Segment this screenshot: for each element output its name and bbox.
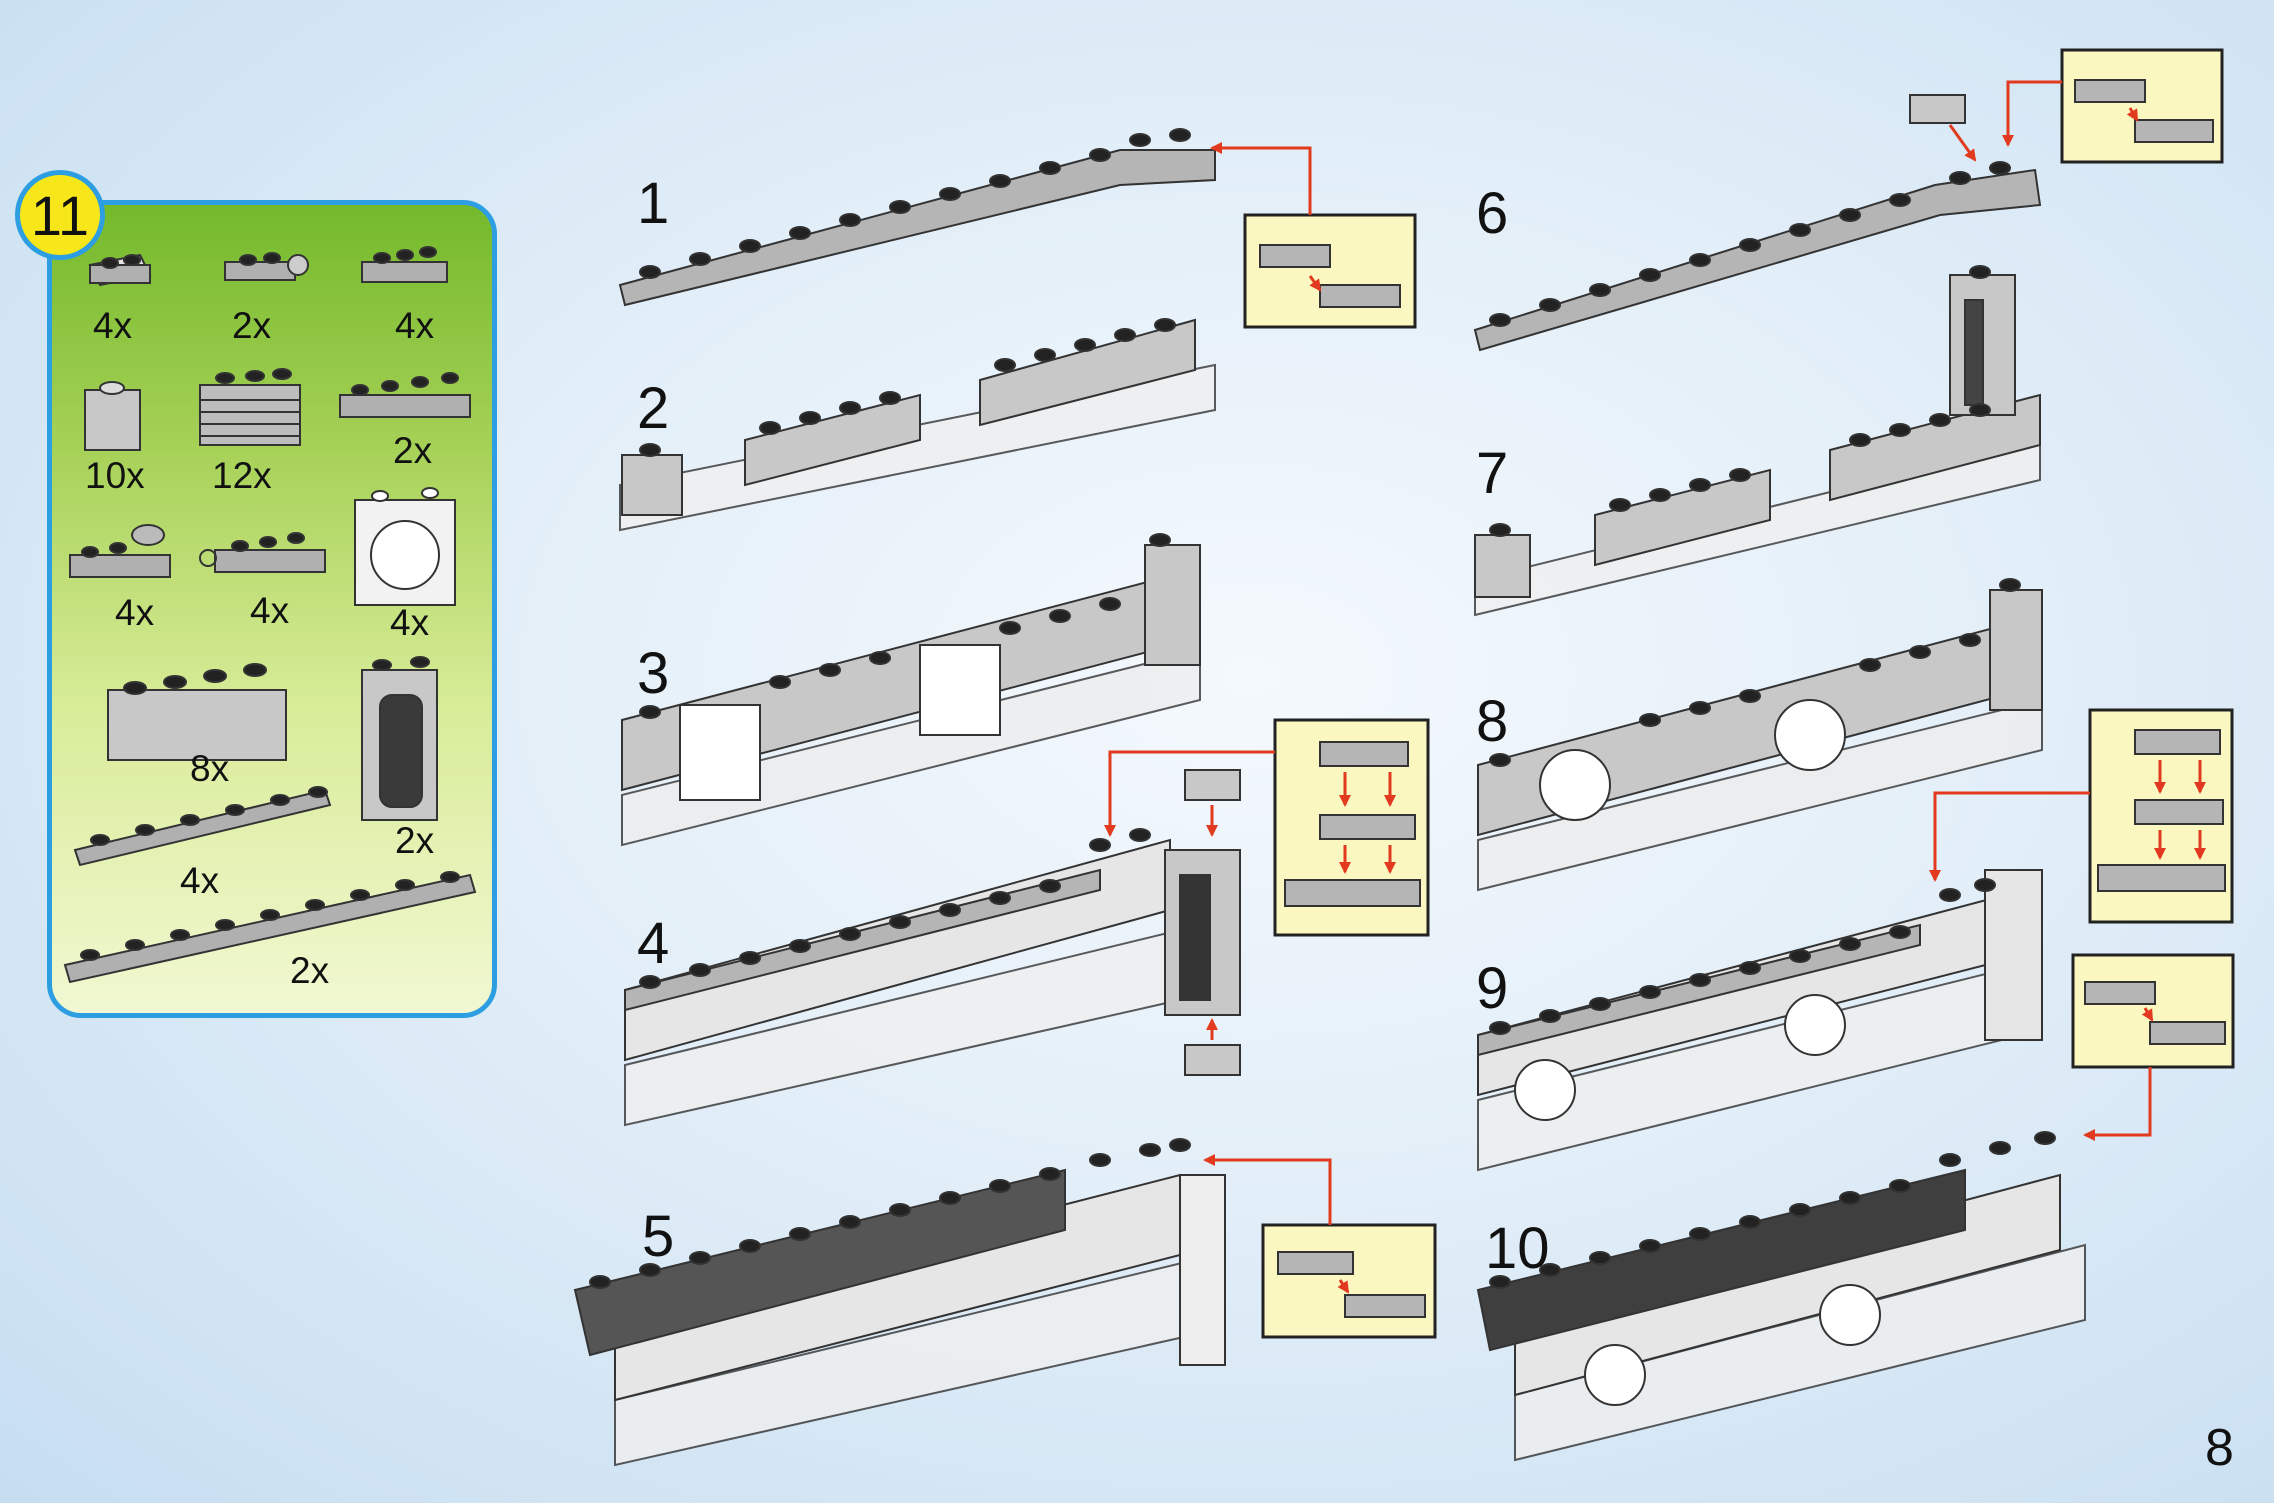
step-6-drawing <box>1473 94 2042 352</box>
step-2-drawing <box>619 318 1216 532</box>
part-door <box>361 656 438 821</box>
parts-drawings <box>63 246 477 984</box>
part-plate-1x2 <box>88 253 152 287</box>
step-number: 2 <box>637 376 670 441</box>
callout-step-8 <box>1929 708 2234 924</box>
step-7-drawing <box>1474 265 2041 617</box>
callout-step-4 <box>1104 718 1430 937</box>
callout-step-5 <box>1203 1154 1437 1339</box>
step-number: 4 <box>637 911 670 976</box>
part-slope-grille <box>199 368 301 446</box>
qty-label: 4x <box>115 592 155 633</box>
step-9-drawing <box>1477 869 2043 1172</box>
parts-panel <box>47 200 497 1018</box>
step-8-drawing <box>1477 578 2043 892</box>
callout-step-6 <box>2002 48 2224 164</box>
part-plate-1x6 <box>73 786 332 867</box>
step-number: 5 <box>642 1204 675 1269</box>
step-number: 8 <box>1476 689 1509 754</box>
qty-label: 2x <box>395 820 435 861</box>
part-brick-1x1 <box>84 381 141 451</box>
part-plate-hook <box>199 532 326 573</box>
qty-label: 2x <box>393 430 433 471</box>
qty-label: 4x <box>180 860 220 901</box>
qty-label: 8x <box>190 748 230 789</box>
qty-label: 2x <box>290 950 330 991</box>
callout-step-9 <box>2071 953 2235 1141</box>
page-number: 8 <box>2205 1419 2234 1477</box>
part-plate-1x10 <box>63 871 477 984</box>
part-plate-clip <box>224 252 309 281</box>
step-number: 10 <box>1485 1216 1550 1281</box>
step-number: 3 <box>637 641 670 706</box>
qty-label: 12x <box>212 455 272 496</box>
callout-step-1 <box>1210 142 1417 329</box>
qty-label: 4x <box>390 602 430 643</box>
part-plate-round <box>69 524 171 578</box>
part-window-round <box>354 487 456 606</box>
step-1-drawing <box>618 128 1216 307</box>
step-4-drawing <box>624 769 1241 1127</box>
qty-label: 10x <box>85 455 145 496</box>
step-10-drawing <box>1476 1131 2086 1462</box>
part-plate-1x4 <box>339 372 471 418</box>
step-badge: 11 <box>15 170 105 260</box>
qty-label: 4x <box>395 305 435 346</box>
part-plate-1x3 <box>361 246 448 283</box>
part-brick-1x4 <box>107 663 287 761</box>
step-3-drawing <box>621 533 1201 847</box>
qty-label: 4x <box>250 590 290 631</box>
step-5-drawing <box>573 1138 1226 1467</box>
step-number: 7 <box>1476 441 1509 506</box>
qty-label: 2x <box>232 305 272 346</box>
step-number: 6 <box>1476 181 1509 246</box>
step-number: 9 <box>1476 956 1509 1021</box>
step-number: 1 <box>637 171 670 236</box>
qty-label: 4x <box>93 305 133 346</box>
